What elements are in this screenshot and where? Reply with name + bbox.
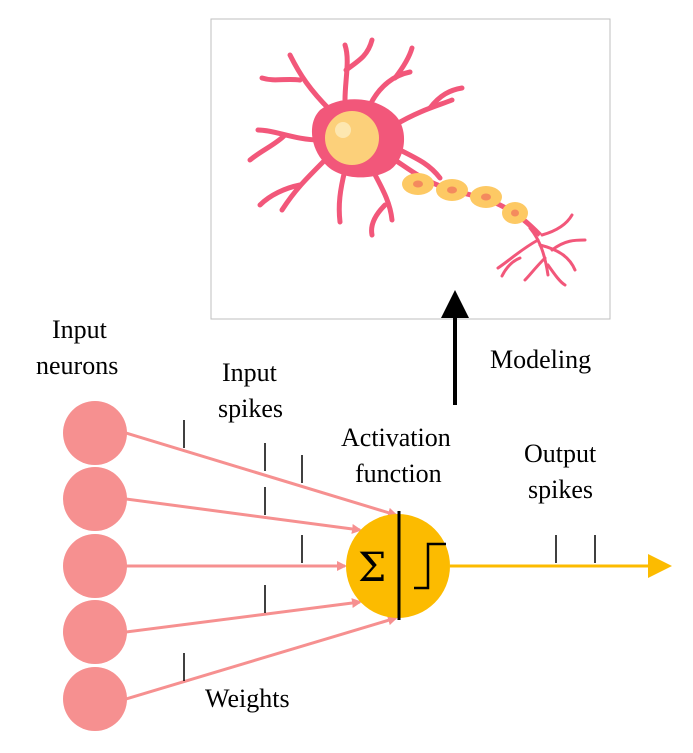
output-spikes-label-line2: spikes	[528, 475, 593, 504]
output-arrow	[450, 554, 672, 578]
synapse-arrow	[125, 615, 398, 701]
input-spikes-label-line1: Input	[222, 358, 278, 387]
output-spikes	[555, 535, 596, 563]
input-neuron	[63, 600, 127, 664]
step-function-icon	[414, 542, 446, 590]
input-neurons-label-line2: neurons	[36, 351, 118, 380]
modeling-label: Modeling	[490, 345, 591, 374]
modeling-arrow	[441, 290, 469, 405]
biological-neuron-image	[210, 18, 611, 320]
input-neuron	[63, 534, 127, 598]
input-neurons-label-line1: Input	[52, 315, 108, 344]
weights-label: Weights	[205, 684, 290, 713]
activation-label-line2: function	[355, 459, 442, 488]
nucleus-highlight	[335, 122, 351, 138]
output-spikes-label-line1: Output	[524, 439, 597, 468]
nucleus	[325, 111, 379, 165]
input-neuron	[63, 667, 127, 731]
sigma-symbol: Σ	[358, 545, 386, 591]
input-spikes-label-line2: spikes	[218, 394, 283, 423]
activation-label-line1: Activation	[341, 423, 451, 452]
synapse-arrow	[125, 598, 362, 634]
myelin-sheaths	[402, 173, 528, 224]
input-neuron	[63, 467, 127, 531]
axon-terminals	[496, 213, 587, 287]
input-neuron	[63, 401, 127, 465]
activation-unit: Σ	[346, 511, 450, 620]
synapse-arrow	[125, 431, 398, 518]
synapse-arrow	[125, 497, 362, 534]
input-neurons	[63, 401, 127, 731]
synapse-arrows	[125, 431, 398, 701]
input-spikes	[183, 420, 303, 681]
